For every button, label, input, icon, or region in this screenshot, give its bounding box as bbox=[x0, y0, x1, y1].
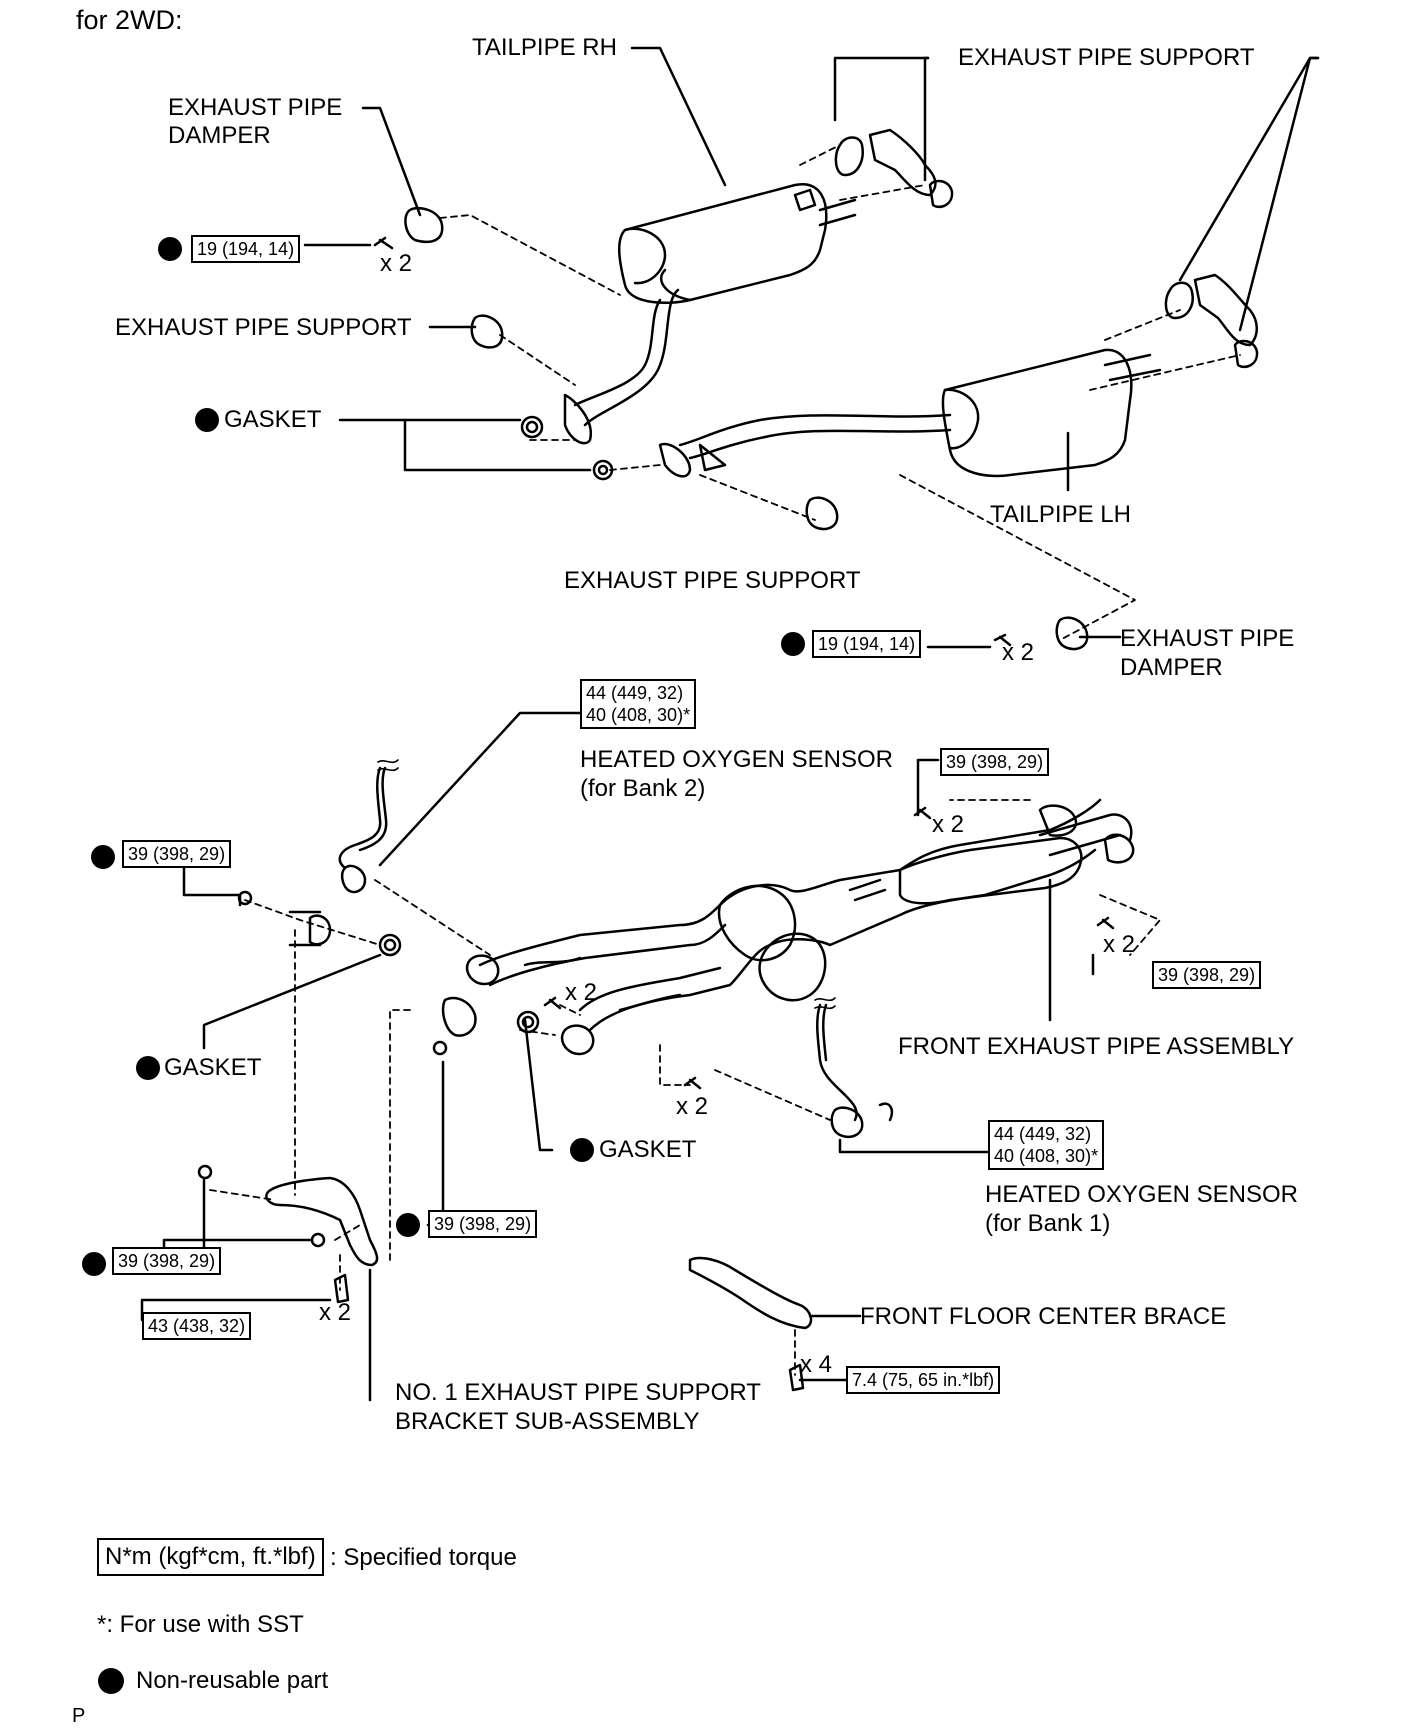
legend-non-reusable-marker bbox=[98, 1668, 124, 1694]
non-reusable-marker-gasket-left bbox=[136, 1056, 160, 1080]
lower-gaskets-nuts bbox=[197, 806, 1115, 1248]
qty-center-bolt: x 2 bbox=[565, 979, 598, 1006]
label-gasket-top: GASKET bbox=[224, 406, 322, 433]
header-title: for 2WD: bbox=[76, 5, 183, 35]
label-exhaust-pipe-damper-line2: DAMPER bbox=[168, 122, 271, 149]
label-no1-bracket-line1: NO. 1 EXHAUST PIPE SUPPORT bbox=[395, 1379, 761, 1406]
label-heated-oxygen-sensor-bank2-line2: (for Bank 2) bbox=[580, 775, 706, 802]
torque-brace-bolt: 7.4 (75, 65 in.*lbf) bbox=[846, 1366, 1001, 1394]
legend-torque-desc: : Specified torque bbox=[330, 1544, 517, 1571]
qty-right-bolt: x 2 bbox=[1103, 931, 1136, 958]
page-mark: P bbox=[72, 1705, 86, 1727]
torque-damper-top: 19 (194, 14) bbox=[191, 235, 301, 263]
label-exhaust-pipe-damper-right-line1: EXHAUST PIPE bbox=[1120, 625, 1295, 652]
label-exhaust-pipe-support-left: EXHAUST PIPE SUPPORT bbox=[115, 314, 412, 341]
torque-nut-center: 39 (398, 29) bbox=[428, 1210, 538, 1238]
qty-lower-bolt: x 2 bbox=[676, 1093, 709, 1120]
wire-breaks bbox=[377, 759, 836, 1010]
legend-non-reusable-text: Non-reusable part bbox=[136, 1667, 329, 1694]
torque-sensor-bank2: 44 (449, 32) 40 (408, 30)* bbox=[580, 679, 697, 729]
torque-nut-left: 39 (398, 29) bbox=[122, 840, 232, 868]
non-reusable-marker-damper-bolt-top bbox=[158, 237, 182, 261]
qty-sensor-bolt-top: x 2 bbox=[932, 811, 965, 838]
label-heated-oxygen-sensor-bank2-line1: HEATED OXYGEN SENSOR bbox=[580, 746, 893, 773]
legend-sst-note: *: For use with SST bbox=[97, 1611, 304, 1638]
non-reusable-marker-nut-left bbox=[91, 845, 115, 869]
label-front-exhaust-pipe-assembly: FRONT EXHAUST PIPE ASSEMBLY bbox=[898, 1033, 1295, 1060]
non-reusable-marker-nut-center bbox=[396, 1213, 420, 1237]
non-reusable-marker-gasket-top bbox=[195, 408, 219, 432]
label-exhaust-pipe-support-top: EXHAUST PIPE SUPPORT bbox=[958, 44, 1255, 71]
legend-torque-format: N*m (kgf*cm, ft.*lbf) bbox=[97, 1538, 324, 1576]
qty-brace-bolt: x 4 bbox=[800, 1351, 833, 1378]
non-reusable-marker-damper-bolt-right bbox=[781, 632, 805, 656]
qty-bracket-bolt: x 2 bbox=[319, 1299, 352, 1326]
qty-damper-bolt-right: x 2 bbox=[1002, 639, 1035, 666]
label-heated-oxygen-sensor-bank1-line2: (for Bank 1) bbox=[985, 1210, 1111, 1237]
torque-damper-right: 19 (194, 14) bbox=[812, 630, 922, 658]
non-reusable-marker-bracket-nut bbox=[82, 1252, 106, 1276]
label-tailpipe-lh: TAILPIPE LH bbox=[990, 501, 1131, 528]
upper-supports bbox=[373, 128, 1259, 651]
non-reusable-marker-gasket-center bbox=[570, 1138, 594, 1162]
leader-lines bbox=[140, 46, 1320, 1402]
label-no1-bracket-line2: BRACKET SUB-ASSEMBLY bbox=[395, 1408, 700, 1435]
support-brackets bbox=[265, 1176, 813, 1392]
tailpipe-rh bbox=[563, 182, 857, 445]
label-tailpipe-rh: TAILPIPE RH bbox=[472, 34, 617, 61]
torque-bracket-nut: 39 (398, 29) bbox=[112, 1247, 222, 1275]
torque-sensor-bank1-line1: 44 (449, 32) bbox=[994, 1124, 1092, 1144]
label-front-floor-center-brace: FRONT FLOOR CENTER BRACE bbox=[860, 1303, 1227, 1330]
label-gasket-center: GASKET bbox=[599, 1136, 697, 1163]
torque-bolt-top-right: 39 (398, 29) bbox=[940, 748, 1050, 776]
oxygen-sensors bbox=[338, 766, 894, 1139]
torque-sensor-bank2-line2: 40 (408, 30)* bbox=[586, 705, 691, 725]
torque-sensor-bank1: 44 (449, 32) 40 (408, 30)* bbox=[988, 1120, 1105, 1170]
torque-bracket-bolt: 43 (438, 32) bbox=[142, 1312, 252, 1340]
label-heated-oxygen-sensor-bank1-line1: HEATED OXYGEN SENSOR bbox=[985, 1181, 1298, 1208]
torque-sensor-bank1-line2: 40 (408, 30)* bbox=[994, 1146, 1099, 1166]
label-exhaust-pipe-damper-right-line2: DAMPER bbox=[1120, 654, 1223, 681]
qty-damper-bolt-top: x 2 bbox=[380, 250, 413, 277]
front-exhaust-pipe-assembly bbox=[465, 798, 1135, 1056]
label-gasket-left: GASKET bbox=[164, 1054, 262, 1081]
label-exhaust-pipe-damper-line1: EXHAUST PIPE bbox=[168, 94, 343, 121]
torque-bolt-right: 39 (398, 29) bbox=[1152, 961, 1262, 989]
torque-sensor-bank2-line1: 44 (449, 32) bbox=[586, 683, 684, 703]
label-exhaust-pipe-support-mid: EXHAUST PIPE SUPPORT bbox=[564, 567, 861, 594]
tailpipe-lh bbox=[658, 348, 1162, 478]
